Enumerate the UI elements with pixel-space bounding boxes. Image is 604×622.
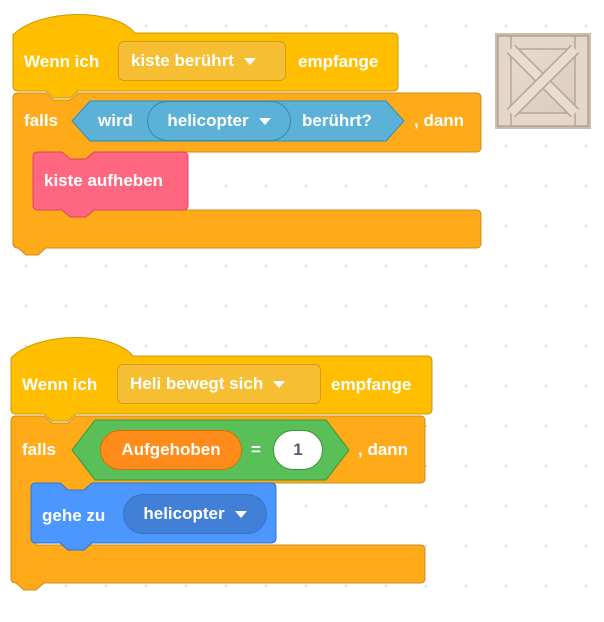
if-2-label: falls: [22, 440, 57, 459]
if-1-then-label: , dann: [414, 111, 465, 130]
hat-1-prefix: Wenn ich: [24, 52, 100, 71]
hat-2-suffix: empfange: [331, 375, 412, 394]
sprite-dropdown-1[interactable]: helicopter: [147, 101, 291, 141]
sensing-suffix: berührt?: [302, 111, 372, 130]
target-dropdown[interactable]: helicopter: [123, 494, 267, 534]
motion-prefix: gehe zu: [42, 506, 106, 525]
custom-block-label[interactable]: kiste aufheben: [44, 171, 164, 190]
equals-operator: =: [251, 440, 261, 459]
custom-block-shape: [32, 151, 189, 218]
target-dropdown-label: helicopter: [143, 504, 225, 523]
value-input[interactable]: 1: [273, 430, 323, 470]
sprite-dropdown-1-label: helicopter: [167, 111, 249, 130]
chevron-down-icon: [258, 117, 271, 125]
hat-1-suffix: empfange: [298, 52, 379, 71]
message-dropdown-2[interactable]: Heli bewegt sich: [117, 364, 321, 404]
chevron-down-icon: [273, 380, 286, 388]
if-1-label: falls: [24, 111, 59, 130]
hat-2-prefix: Wenn ich: [22, 375, 98, 394]
chevron-down-icon: [234, 510, 247, 518]
if-2-then-label: , dann: [358, 440, 409, 459]
crate-sprite-thumbnail[interactable]: [495, 33, 591, 129]
message-dropdown-2-label: Heli bewegt sich: [130, 374, 264, 393]
value-input-label: 1: [293, 440, 303, 459]
variable-reporter-label: Aufgehoben: [121, 440, 221, 459]
message-dropdown-1[interactable]: kiste berührt: [118, 41, 286, 81]
sensing-prefix: wird: [98, 111, 133, 130]
message-dropdown-1-label: kiste berührt: [131, 51, 234, 70]
chevron-down-icon: [243, 57, 256, 65]
variable-reporter[interactable]: Aufgehoben: [100, 430, 242, 470]
